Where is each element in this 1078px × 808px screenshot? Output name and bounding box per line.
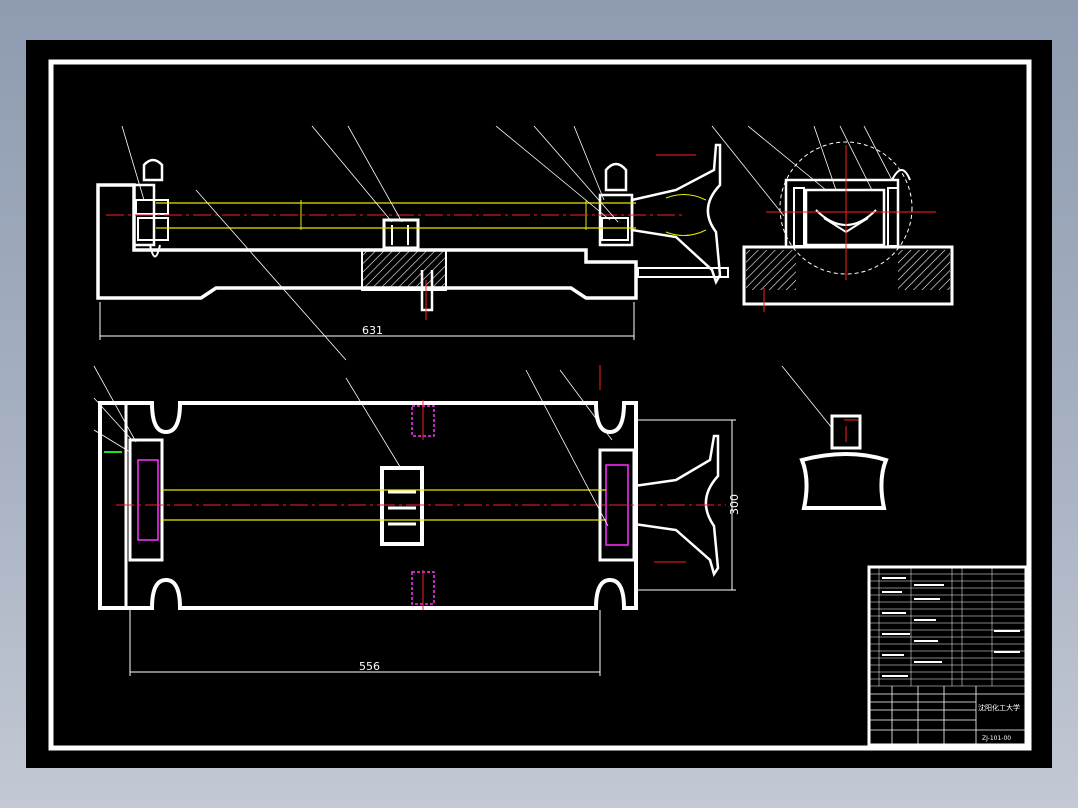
detail-part-view [781,365,889,510]
dimension-front-length: 631 [362,324,383,337]
front-view: 631 [96,125,729,361]
dimension-plan-width: 300 [728,494,741,515]
assembly-drawing-sheet: 631 [48,59,1032,751]
sheet-border [48,59,1032,751]
plan-view: 300 556 [93,365,741,676]
dimension-plan-length: 556 [359,660,380,673]
side-view [711,125,954,312]
cad-drawing-viewport[interactable]: 631 [26,40,1052,768]
title-block-drawing-number: ZJ-101-00 [982,735,1011,742]
title-block-company: 沈阳化工大学 [978,703,1020,712]
title-block: 沈阳化工大学 ZJ-101-00 [867,565,1028,747]
